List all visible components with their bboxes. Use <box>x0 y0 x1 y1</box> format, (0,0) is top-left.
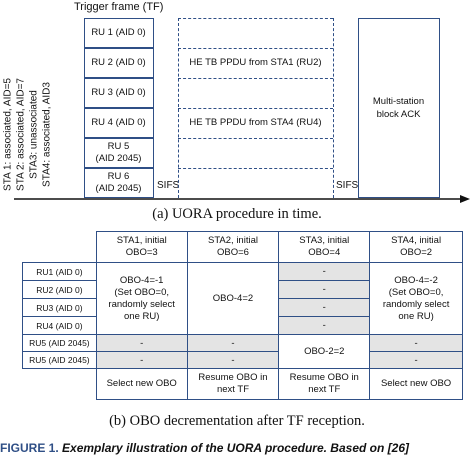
header-sta1: STA1, initial OBO=3 <box>95 231 188 263</box>
footer-sta4: Select new OBO <box>369 368 463 400</box>
ppdu-divider <box>178 108 333 109</box>
ppdu-sta4: HE TB PPDU from STA4 (RU4) <box>189 117 322 128</box>
ru6-sta1-cell: - <box>95 351 188 369</box>
ru-box-6: RU 6 (AID 2045) <box>84 168 154 198</box>
ppdu-divider <box>178 138 333 139</box>
ru5-sta1-cell: - <box>95 334 188 352</box>
header-label: STA2, initial OBO=6 <box>207 235 258 258</box>
ru-label: RU 4 (AID 0) <box>91 117 146 128</box>
sifs-label: SIFS <box>336 180 359 191</box>
sta3-cell: - <box>278 262 371 281</box>
caption-a: (a) UORA procedure in time. <box>152 206 322 222</box>
trigger-frame-label: Trigger frame (TF) <box>74 1 164 13</box>
ru6-sta4-cell: - <box>369 351 463 369</box>
figure-text: Exemplary illustration of the UORA proce… <box>62 441 409 455</box>
empty-corner <box>23 369 97 400</box>
figure-caption: FIGURE 1. Exemplary illustration of the … <box>0 441 409 455</box>
ppdu-divider <box>178 168 333 169</box>
sta4-obo-cell: OBO-4=-2 (Set OBO=0, randomly select one… <box>369 262 463 335</box>
ppdu-region-right <box>333 18 334 198</box>
footer-sta3: Resume OBO in next TF <box>278 368 371 400</box>
ru6-sta2-cell: - <box>186 351 280 369</box>
row-label-ru2: RU2 (AID 0) <box>22 280 97 299</box>
sta2-obo-text: OBO-4=2 <box>212 293 254 304</box>
header-label: STA3, initial OBO=4 <box>299 235 350 258</box>
header-sta3: STA3, initial OBO=4 <box>278 231 371 263</box>
ru-box-5: RU 5 (AID 2045) <box>84 138 154 168</box>
ru-box-3: RU 3 (AID 0) <box>84 78 154 108</box>
ru-box-2: RU 2 (AID 0) <box>84 48 154 78</box>
empty-corner <box>23 232 97 263</box>
ru-label: RU 6 (AID 2045) <box>95 171 142 194</box>
ru-label: RU 2 (AID 0) <box>91 57 146 68</box>
ru-label: RU 3 (AID 0) <box>91 87 146 98</box>
sta1-obo-cell: OBO-4=-1 (Set OBO=0, randomly select one… <box>95 262 188 335</box>
ppdu-sta1: HE TB PPDU from STA1 (RU2) <box>189 57 322 68</box>
ppdu-divider <box>178 78 333 79</box>
footer-label: Select new OBO <box>380 378 452 389</box>
ru-box-1: RU 1 (AID 0) <box>84 18 154 48</box>
row-label-ru5: RU5 (AID 2045) <box>22 334 97 352</box>
sta2-obo-cell: OBO-4=2 <box>186 262 280 335</box>
sta1-obo-text: OBO-4=-1 (Set OBO=0, randomly select one… <box>108 274 175 322</box>
figure-label: FIGURE 1. <box>0 441 59 455</box>
row-label-ru4: RU4 (AID 0) <box>22 316 97 335</box>
time-axis-arrow <box>14 195 470 203</box>
footer-sta1: Select new OBO <box>95 368 188 400</box>
obo-table: STA1, initial OBO=3 STA2, initial OBO=6 … <box>22 231 463 400</box>
ack-box: Multi-station block ACK <box>358 18 440 198</box>
sta3-cell: - <box>278 316 371 335</box>
ru-box-4: RU 4 (AID 0) <box>84 108 154 138</box>
ppdu-region-top <box>178 18 333 19</box>
ppdu-divider <box>178 48 333 49</box>
header-sta4: STA4, initial OBO=2 <box>369 231 463 263</box>
footer-label: Resume OBO in next TF <box>289 372 359 395</box>
sifs-label: SIFS <box>157 180 180 191</box>
header-label: STA4, initial OBO=2 <box>391 235 442 258</box>
footer-label: Resume OBO in next TF <box>198 372 268 395</box>
ru-label: RU 5 (AID 2045) <box>95 141 142 164</box>
sta3-cell: - <box>278 280 371 299</box>
ru5-sta4-cell: - <box>369 334 463 352</box>
row-label-ru1: RU1 (AID 0) <box>22 262 97 281</box>
row-label-ru6: RU5 (AID 2045) <box>22 351 97 369</box>
sta3-ru5-cell: OBO-2=2 <box>278 334 371 369</box>
footer-sta2: Resume OBO in next TF <box>186 368 280 400</box>
header-sta2: STA2, initial OBO=6 <box>186 231 280 263</box>
ack-label: Multi-station block ACK <box>372 96 425 120</box>
row-label-ru3: RU3 (AID 0) <box>22 298 97 317</box>
caption-b: (b) OBO decrementation after TF receptio… <box>109 413 365 429</box>
sta4-obo-text: OBO-4=-2 (Set OBO=0, randomly select one… <box>382 274 450 322</box>
ru5-sta2-cell: - <box>186 334 280 352</box>
header-label: STA1, initial OBO=3 <box>116 235 167 258</box>
ru-label: RU 1 (AID 0) <box>91 27 146 38</box>
footer-label: Select new OBO <box>106 378 177 389</box>
sta3-cell: - <box>278 298 371 317</box>
